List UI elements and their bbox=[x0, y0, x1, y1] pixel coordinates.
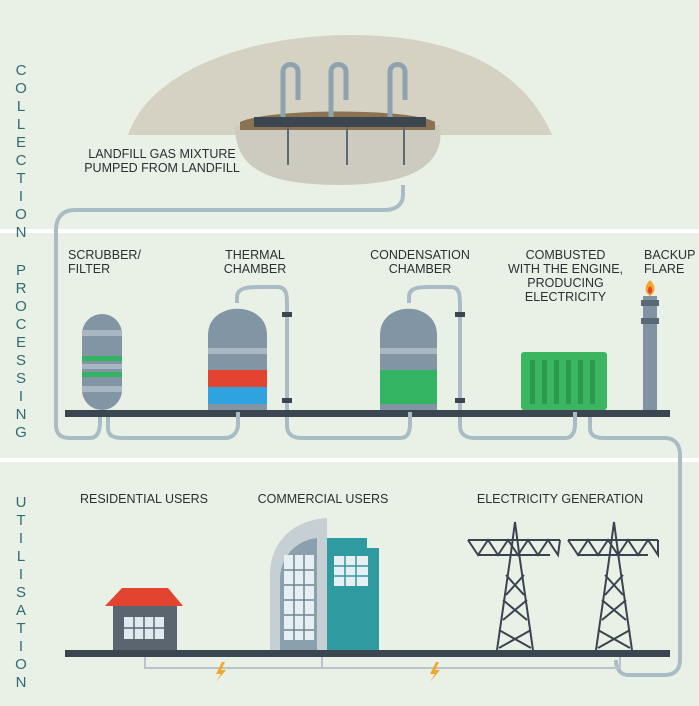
section-label-letter: C bbox=[15, 62, 27, 79]
label-scrubber: SCRUBBER/ FILTER bbox=[68, 248, 141, 276]
landfill-soil bbox=[235, 125, 441, 185]
section-label-letter: C bbox=[15, 316, 27, 333]
section-label-letter: N bbox=[15, 406, 27, 423]
collection-cap bbox=[254, 117, 426, 127]
landfill-mound bbox=[128, 35, 552, 135]
section-label-letter: S bbox=[15, 370, 26, 387]
section-label-letter: E bbox=[15, 334, 26, 351]
section-label-letter: G bbox=[15, 424, 27, 441]
section-label-letter: N bbox=[15, 224, 27, 241]
transmission-towers bbox=[467, 521, 659, 651]
label-commercial: COMMERCIAL USERS bbox=[257, 492, 389, 506]
backup-flare bbox=[641, 280, 659, 410]
section-label-letter: S bbox=[15, 352, 26, 369]
section-label-letter: I bbox=[18, 638, 24, 655]
section-label-letter: R bbox=[15, 280, 27, 297]
section-label-letter: T bbox=[16, 620, 26, 637]
label-residential: RESIDENTIAL USERS bbox=[79, 492, 209, 506]
section-label-letter: I bbox=[18, 566, 24, 583]
section-label-letter: U bbox=[15, 494, 27, 511]
label-condensation: CONDENSATION CHAMBER bbox=[370, 248, 470, 276]
processing-ground bbox=[65, 410, 670, 417]
section-label-letter: O bbox=[15, 656, 27, 673]
section-label-letter: L bbox=[16, 548, 26, 565]
label-flare: BACKUP FLARE bbox=[644, 248, 696, 276]
gas-wells bbox=[280, 62, 408, 117]
tower-2 bbox=[567, 521, 659, 651]
section-label-letter: I bbox=[18, 188, 24, 205]
section-label-letter: P bbox=[15, 262, 26, 279]
section-label-letter: S bbox=[15, 584, 26, 601]
commercial-buildings bbox=[270, 518, 379, 650]
section-label-letter: T bbox=[16, 170, 26, 187]
section-label-letter: I bbox=[18, 388, 24, 405]
gas-pipe bbox=[54, 185, 405, 440]
residential-house bbox=[105, 588, 183, 650]
section-label-letter: T bbox=[16, 512, 26, 529]
section-divider bbox=[0, 458, 699, 462]
condensation-chamber bbox=[380, 285, 465, 412]
label-landfill-gas: LANDFILL GAS MIXTURE PUMPED FROM LANDFIL… bbox=[84, 147, 240, 175]
section-label-letter: O bbox=[15, 206, 27, 223]
section-label-letter: L bbox=[16, 98, 26, 115]
power-line bbox=[144, 657, 621, 669]
scrubber-tank bbox=[82, 314, 122, 410]
lightning-icon bbox=[216, 662, 226, 682]
lightning-icon bbox=[430, 662, 440, 682]
section-label-letter: C bbox=[15, 152, 27, 169]
section-divider bbox=[0, 229, 699, 233]
section-label-letter: I bbox=[18, 530, 24, 547]
section-label-letter: E bbox=[15, 134, 26, 151]
label-electricity: ELECTRICITY GENERATION bbox=[476, 492, 644, 506]
tower-1 bbox=[467, 521, 561, 651]
thermal-chamber bbox=[208, 285, 292, 412]
section-label-letter: O bbox=[15, 80, 27, 97]
label-thermal: THERMAL CHAMBER bbox=[223, 248, 287, 276]
section-label-letter: O bbox=[15, 298, 27, 315]
section-label-letter: L bbox=[16, 116, 26, 133]
utilisation-ground bbox=[65, 650, 670, 657]
section-label-letter: N bbox=[15, 674, 27, 691]
engine-generator bbox=[521, 352, 607, 410]
label-combusted: COMBUSTED WITH THE ENGINE, PRODUCING ELE… bbox=[507, 248, 624, 304]
section-label-letter: A bbox=[15, 602, 26, 619]
